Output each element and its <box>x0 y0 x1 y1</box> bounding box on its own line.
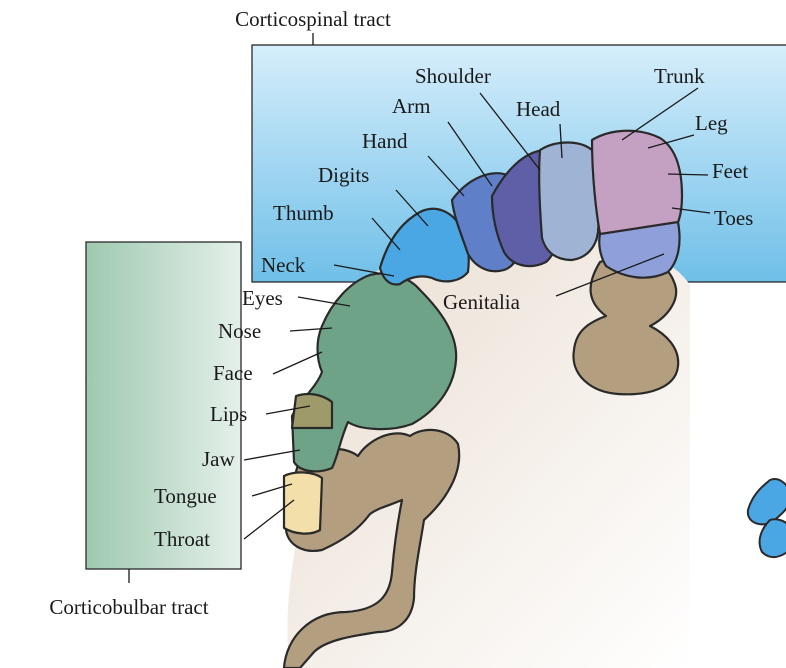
corticobulbar-tract-label: Corticobulbar tract <box>49 595 208 619</box>
label-jaw: Jaw <box>202 447 235 471</box>
fingers-icon <box>748 479 786 557</box>
label-hand: Hand <box>362 129 408 153</box>
cortex-trunk-leg-region <box>592 131 682 234</box>
label-leg: Leg <box>695 111 728 135</box>
label-throat: Throat <box>154 527 210 551</box>
label-feet: Feet <box>712 159 748 183</box>
label-toes: Toes <box>714 206 753 230</box>
label-lips: Lips <box>210 402 247 426</box>
label-face: Face <box>213 361 253 385</box>
label-thumb: Thumb <box>273 201 334 225</box>
label-shoulder: Shoulder <box>415 64 491 88</box>
label-trunk: Trunk <box>654 64 705 88</box>
label-tongue: Tongue <box>154 484 217 508</box>
cortex-head-region <box>539 143 599 261</box>
label-nose: Nose <box>218 319 261 343</box>
label-neck: Neck <box>261 253 306 277</box>
label-digits: Digits <box>318 163 369 187</box>
label-genitalia: Genitalia <box>443 290 521 314</box>
label-head: Head <box>516 97 561 121</box>
corticospinal-tract-label: Corticospinal tract <box>235 7 391 31</box>
label-eyes: Eyes <box>242 286 283 310</box>
cortex-lips-region <box>292 394 332 428</box>
label-arm: Arm <box>392 94 431 118</box>
